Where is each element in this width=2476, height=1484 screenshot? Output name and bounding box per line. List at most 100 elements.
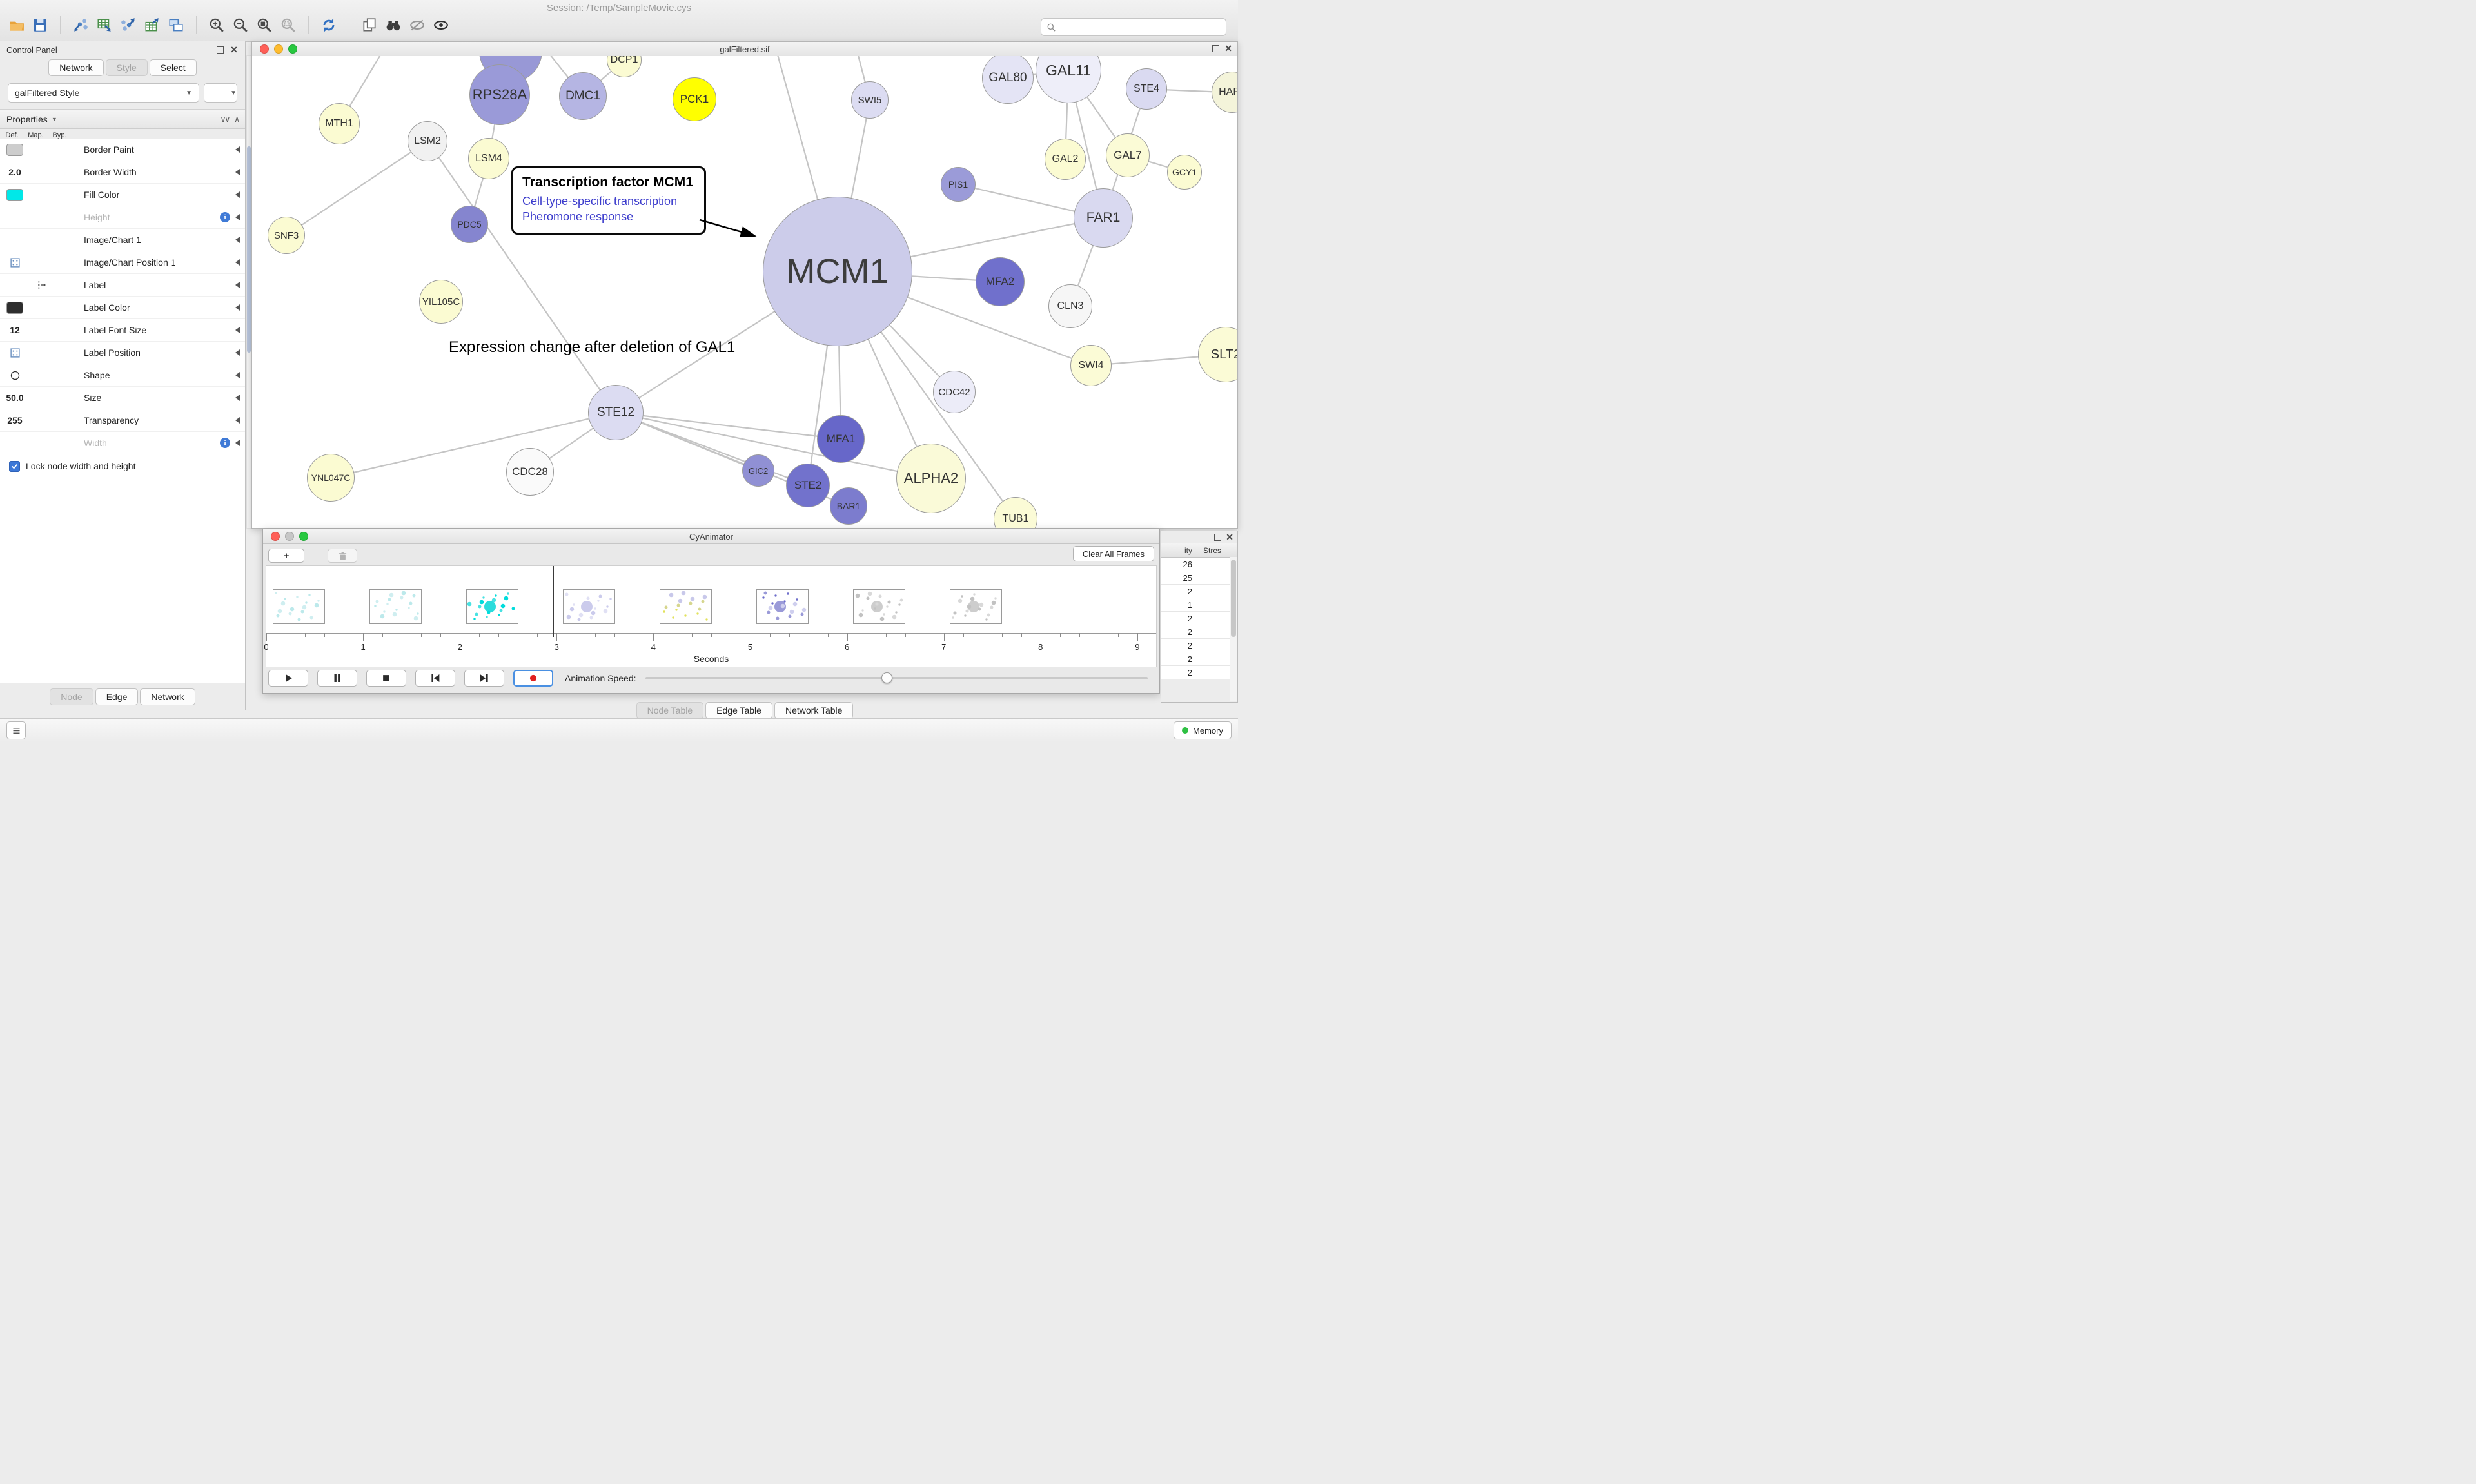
network-node-STE12[interactable]: STE12 (588, 385, 644, 440)
network-node-RPS28A[interactable]: RPS28A (469, 64, 530, 125)
frame-thumbnail-7[interactable] (950, 589, 1002, 624)
style-tab-network[interactable]: Network (140, 688, 195, 705)
frame-thumbnail-0[interactable] (273, 589, 325, 624)
import-network-icon[interactable] (71, 15, 90, 35)
float-panel-icon[interactable] (1214, 533, 1222, 541)
frame-thumbnail-5[interactable] (756, 589, 809, 624)
info-icon[interactable]: i (220, 212, 230, 222)
close-view-icon[interactable]: ✕ (1224, 43, 1232, 54)
style-selector[interactable]: galFiltered Style ▼ (8, 83, 199, 103)
scrollbar-thumb[interactable] (247, 146, 251, 353)
style-options-button[interactable]: ▼ (204, 83, 237, 103)
network-node-GAL2[interactable]: GAL2 (1045, 139, 1086, 180)
network-node-GIC2[interactable]: GIC2 (742, 454, 774, 487)
expand-row-icon[interactable] (235, 259, 240, 266)
delete-frame-button[interactable] (328, 549, 357, 563)
expand-row-icon[interactable] (235, 349, 240, 356)
expand-row-icon[interactable] (235, 214, 240, 220)
expand-row-icon[interactable] (235, 417, 240, 424)
network-edge[interactable] (286, 141, 428, 236)
network-node-ALPHA2[interactable]: ALPHA2 (896, 444, 966, 513)
network-edge[interactable] (615, 411, 932, 480)
property-row-border-paint[interactable]: Border Paint (0, 139, 245, 161)
clear-all-frames-button[interactable]: Clear All Frames (1072, 546, 1154, 561)
import-table-icon[interactable] (95, 15, 114, 35)
network-canvas[interactable]: Transcription factor MCM1 Cell-type-spec… (252, 56, 1237, 528)
tab-network[interactable]: Network (48, 59, 104, 76)
annotation-link[interactable]: Pheromone response (522, 210, 634, 224)
expand-row-icon[interactable] (235, 304, 240, 311)
next-button[interactable] (464, 670, 504, 687)
expand-row-icon[interactable] (235, 191, 240, 198)
panel-menu-button[interactable] (6, 721, 26, 739)
table-tab-network-table[interactable]: Network Table (774, 702, 854, 719)
network-node-STE2[interactable]: STE2 (786, 464, 830, 507)
expand-row-icon[interactable] (235, 146, 240, 153)
network-edge[interactable] (615, 411, 841, 440)
zoom-out-icon[interactable] (231, 15, 250, 35)
network-node-GCY1[interactable]: GCY1 (1167, 155, 1202, 190)
network-node-CDC28[interactable]: CDC28 (506, 448, 554, 496)
network-node-CLN3[interactable]: CLN3 (1048, 284, 1092, 328)
add-frame-button[interactable]: + (268, 549, 304, 563)
network-edge[interactable] (427, 141, 616, 413)
network-node-PCK1[interactable]: PCK1 (673, 77, 716, 121)
cyanimator-titlebar[interactable]: CyAnimator (263, 529, 1159, 544)
float-window-icon[interactable] (1212, 44, 1220, 52)
property-row-label-color[interactable]: Label Color (0, 297, 245, 319)
expand-row-icon[interactable] (235, 372, 240, 378)
default-value-cell[interactable]: 255 (0, 415, 30, 425)
network-window-titlebar[interactable]: galFiltered.sif ✕ (252, 42, 1237, 57)
table-row[interactable]: 26 (1161, 558, 1237, 571)
network-node-SWI4[interactable]: SWI4 (1070, 345, 1112, 386)
expand-row-icon[interactable] (235, 237, 240, 243)
network-node-YIL105C[interactable]: YIL105C (419, 280, 463, 324)
expand-row-icon[interactable] (235, 327, 240, 333)
network-node-DMC1[interactable]: DMC1 (559, 72, 607, 120)
network-node-GAL80[interactable]: GAL80 (982, 56, 1034, 104)
open-session-icon[interactable] (6, 15, 26, 35)
expand-row-icon[interactable] (235, 169, 240, 175)
info-icon[interactable]: i (220, 438, 230, 448)
close-window-icon[interactable] (260, 44, 269, 54)
export-table-icon[interactable] (142, 15, 162, 35)
close-window-icon[interactable] (271, 532, 280, 541)
control-panel-scrollbar[interactable] (246, 55, 251, 529)
frame-thumbnail-4[interactable] (660, 589, 712, 624)
table-row[interactable]: 2 (1161, 639, 1237, 652)
default-value-cell[interactable]: 2.0 (0, 167, 30, 177)
column-header[interactable]: ity (1184, 545, 1192, 555)
default-value-cell[interactable] (0, 257, 30, 268)
annotation-link[interactable]: Cell-type-specific transcription (522, 195, 678, 208)
table-row[interactable]: 2 (1161, 585, 1237, 598)
maximize-window-icon[interactable] (299, 532, 308, 541)
hide-panel-icon[interactable] (408, 15, 427, 35)
pause-button[interactable] (317, 670, 357, 687)
network-node-YNL047C[interactable]: YNL047C (307, 454, 355, 502)
default-value-cell[interactable] (0, 370, 30, 381)
float-panel-icon[interactable] (215, 45, 224, 54)
property-row-label[interactable]: Label (0, 274, 245, 297)
property-row-fill-color[interactable]: Fill Color (0, 184, 245, 206)
network-node-MFA1[interactable]: MFA1 (817, 415, 865, 463)
table-scrollbar[interactable] (1230, 557, 1237, 701)
minimize-window-icon[interactable] (274, 44, 283, 54)
network-node-MCM1[interactable]: MCM1 (763, 197, 912, 346)
property-row-shape[interactable]: Shape (0, 364, 245, 387)
mapping-cell[interactable] (30, 280, 54, 290)
minimize-window-icon[interactable] (285, 532, 294, 541)
table-tab-edge-table[interactable]: Edge Table (705, 702, 772, 719)
record-button[interactable] (513, 670, 553, 687)
column-header[interactable]: Stres (1195, 545, 1237, 555)
network-node-PDC5[interactable]: PDC5 (451, 206, 488, 243)
frame-thumbnail-1[interactable] (369, 589, 422, 624)
lock-size-checkbox[interactable] (9, 460, 20, 472)
tab-select[interactable]: Select (149, 59, 197, 76)
property-row-image-chart-position-1[interactable]: Image/Chart Position 1 (0, 251, 245, 274)
network-node-PIS1[interactable]: PIS1 (941, 167, 976, 202)
slider-track[interactable] (645, 677, 1148, 679)
default-value-cell[interactable] (0, 188, 30, 201)
network-node-SWI5[interactable]: SWI5 (851, 81, 889, 119)
default-value-cell[interactable]: 50.0 (0, 393, 30, 403)
